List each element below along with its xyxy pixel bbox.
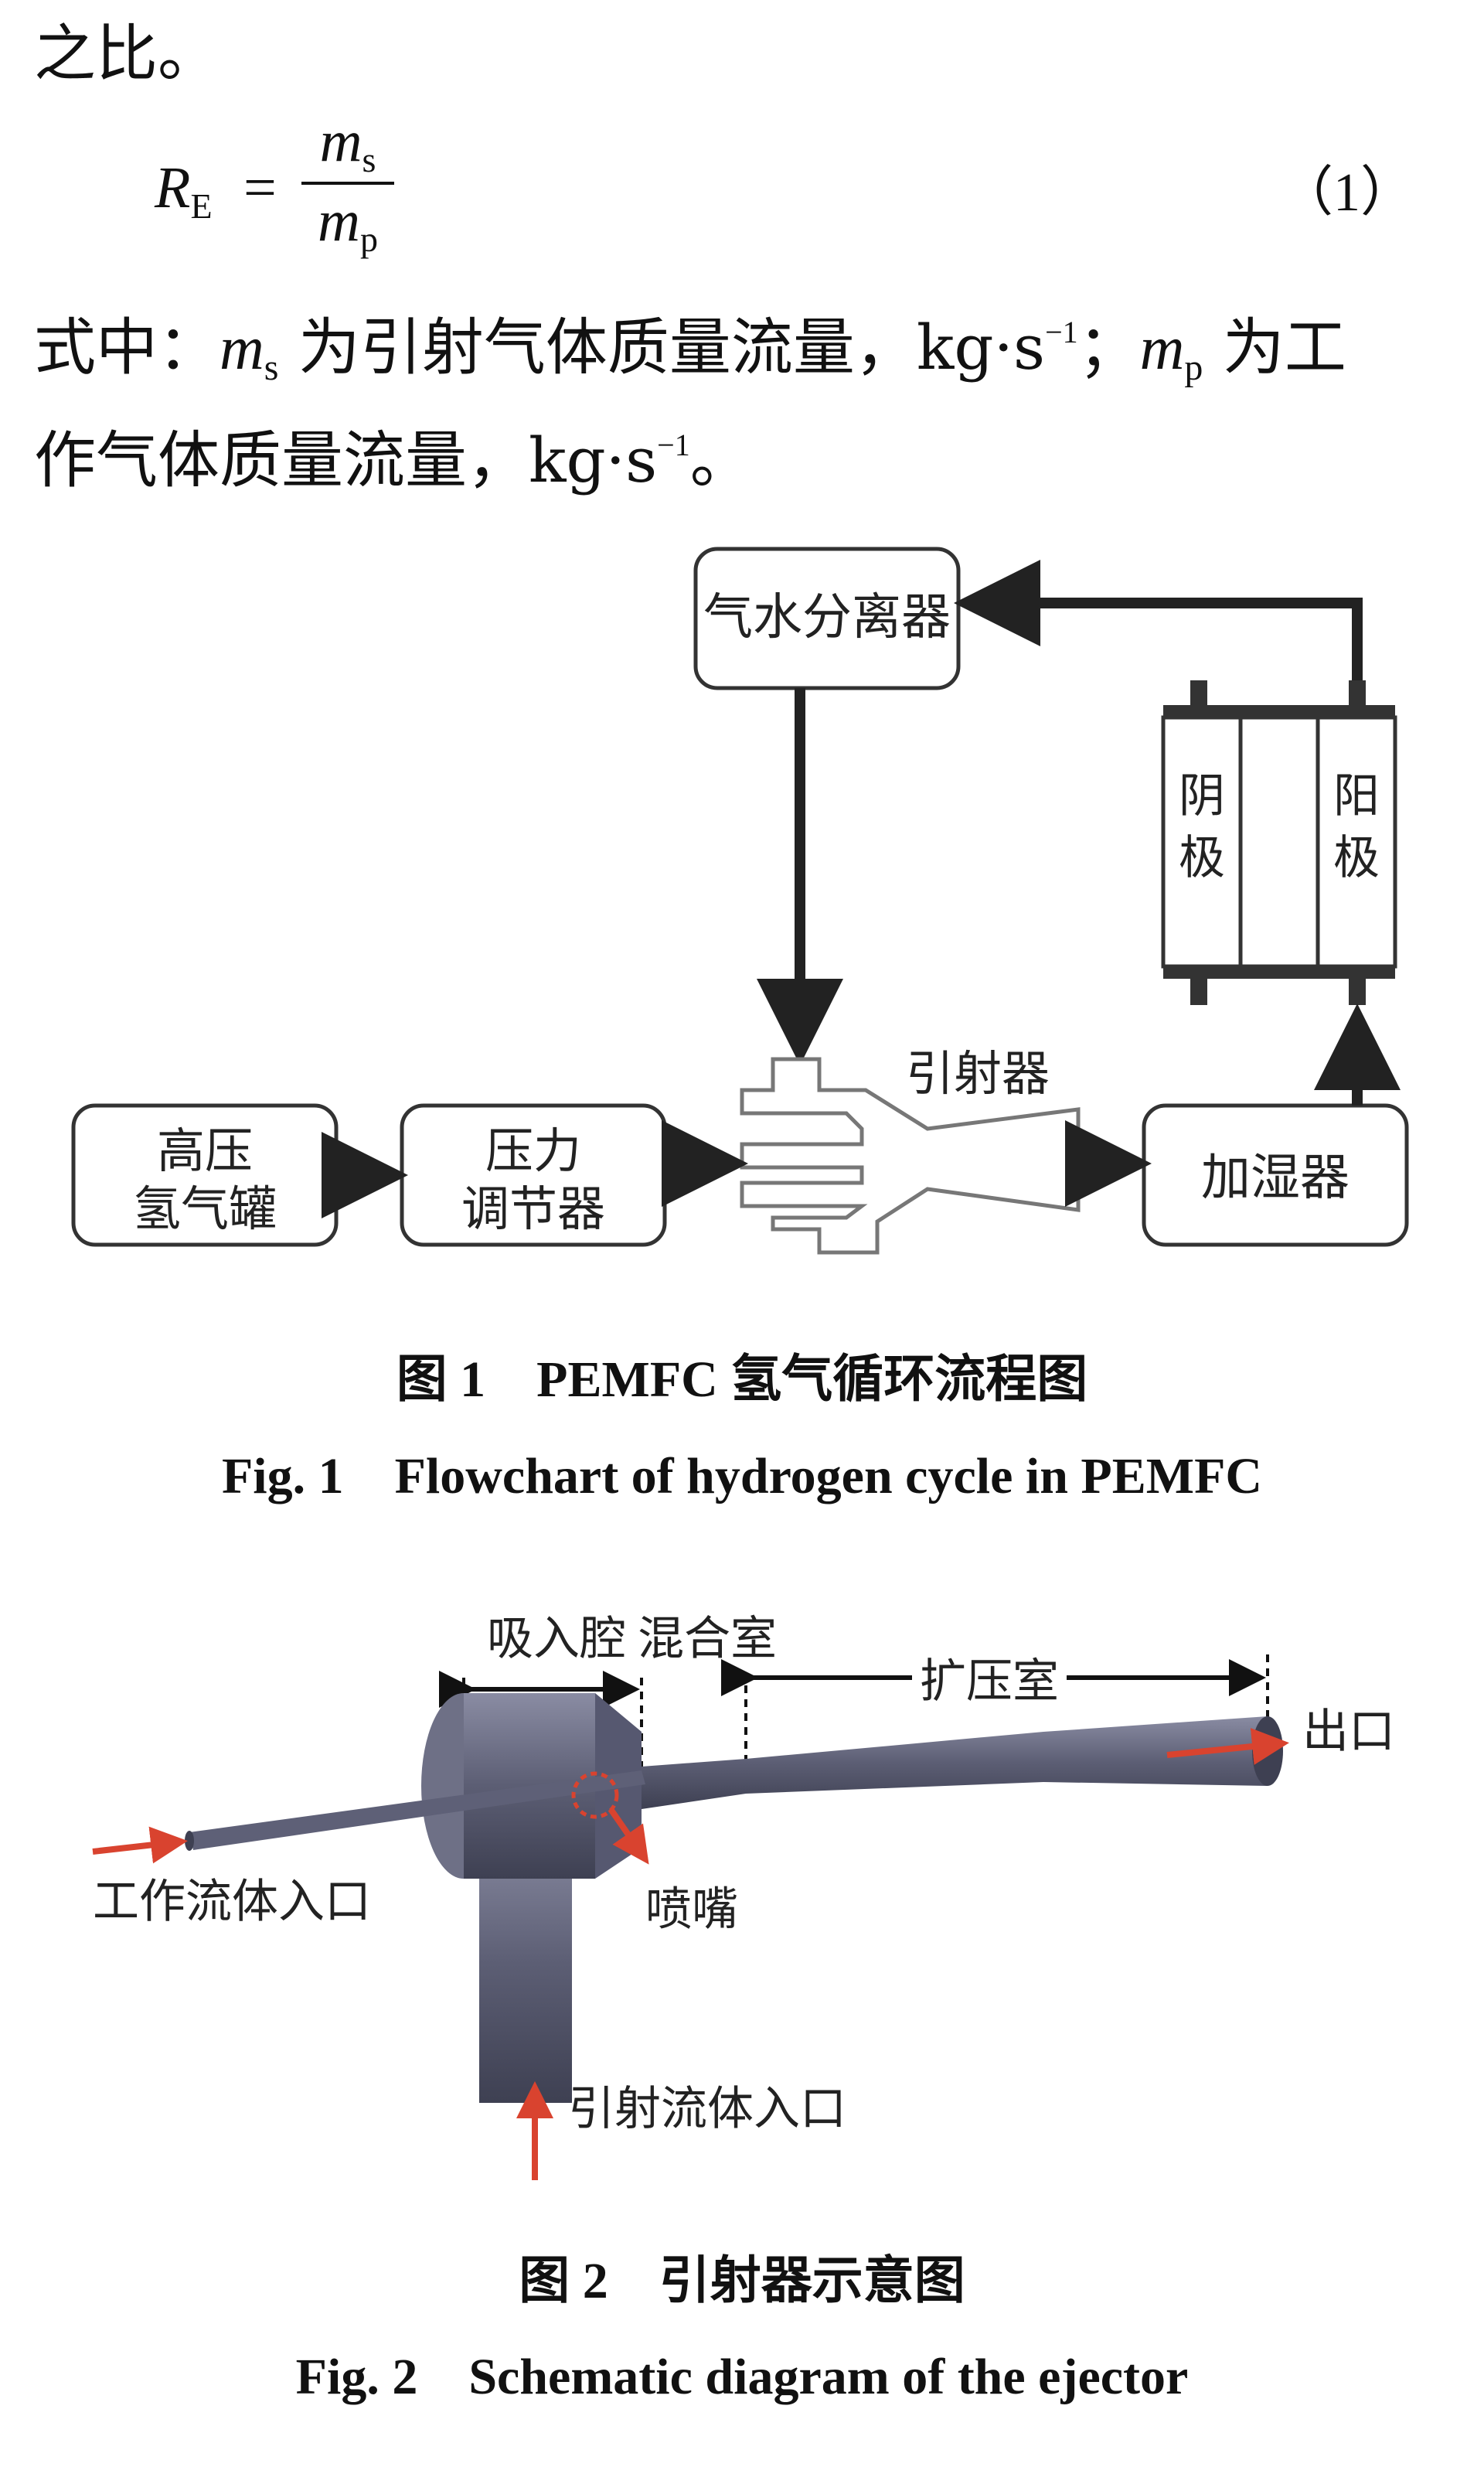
humidifier-label: 加湿器 [1201,1150,1350,1207]
figure-1-caption-en: Fig. 1 Flowchart of hydrogen cycle in PE… [221,1448,1263,1504]
suction-chamber-label: 吸入腔 [487,1612,626,1666]
nozzle-label: 喷嘴 [645,1883,738,1937]
outlet-arrow [1166,1728,1289,1765]
ejector-label: 引射器 [906,1045,1050,1102]
cathode-label-2: 极 [1179,831,1225,885]
text-line-1: 之比。 [34,18,220,90]
ejector-shape [740,1057,1081,1255]
working-inlet-arrow [92,1826,188,1864]
mixing-chamber-label: 混合室 [638,1612,777,1666]
figure-1-flowchart: 气水分离器 阴 极 阳 极 高压 氢气罐 压力 调节器 加湿器 引射器 [71,547,1409,1255]
figure-2-caption-en: Fig. 2 Schematic diagram of the ejector [295,2349,1189,2405]
anode-label-1: 阳 [1333,769,1380,823]
text-line-2: 式中：ms 为引射气体质量流量，kg·s−1；mp 为工 [34,312,1346,388]
eq-equals: = [243,155,277,220]
fuel-cell-stack [1161,680,1397,1005]
regulator-label-2: 调节器 [461,1181,605,1237]
arrow-stack-to-separator [954,560,1363,680]
suction-inlet-label: 引射流体入口 [568,2082,846,2136]
separator-label: 气水分离器 [703,589,951,646]
equation-number: （1） [1279,163,1414,223]
figure-2-caption-cn: 图 2 引射器示意图 [519,2253,965,2309]
nozzle-callout-circle [571,1771,619,1819]
figure-1-caption-cn: 图 1 PEMFC 氢气循环流程图 [396,1351,1088,1408]
cathode-label-1: 阴 [1179,769,1225,823]
outlet-label: 出口 [1302,1705,1395,1759]
text-line-3: 作气体质量流量，kg·s−1。 [34,424,752,496]
eq-lhs: RE [155,155,213,226]
working-inlet-label: 工作流体入口 [93,1875,371,1929]
figure-2-ejector-schematic: 吸入腔 混合室 扩压室 喷嘴 工作流体入口 引射流体入口 出口 [92,1612,1395,2180]
diffuser-label: 扩压室 [920,1654,1059,1709]
tank-label-1: 高压 [157,1123,253,1179]
eq-fraction: ms mp [286,108,410,259]
tank-label-2: 氢气罐 [133,1181,277,1237]
working-pipe [189,1770,645,1850]
regulator-label-1: 压力 [485,1123,581,1179]
anode-label-2: 极 [1333,831,1380,885]
